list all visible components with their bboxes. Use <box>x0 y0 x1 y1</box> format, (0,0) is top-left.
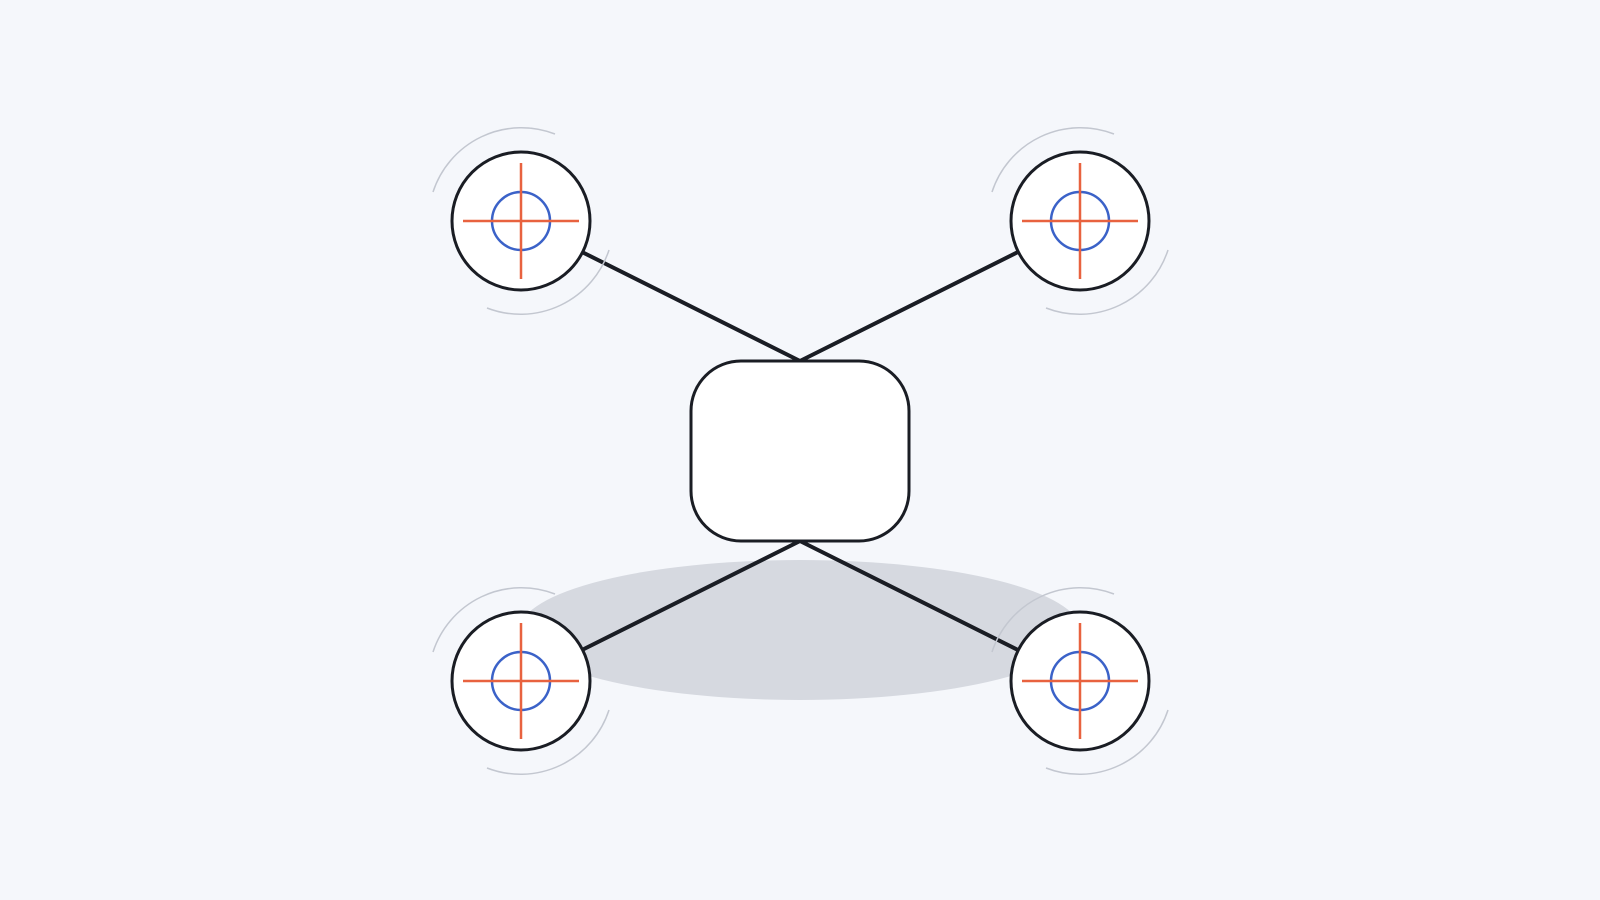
spin-arc-lower <box>486 709 610 775</box>
rotor-front-right <box>991 127 1169 315</box>
crosshair-icon <box>1022 163 1138 279</box>
arm-rear-left <box>580 539 802 652</box>
spin-arc-upper <box>432 587 556 653</box>
rotor-rear-left <box>432 587 610 775</box>
spin-arc-upper <box>991 587 1115 653</box>
arm-rear-right <box>798 539 1020 652</box>
spin-arc-upper <box>991 127 1115 193</box>
ground-shadow <box>520 560 1080 700</box>
arm-front-right <box>798 250 1020 363</box>
rotor-rear-right <box>991 587 1169 775</box>
spin-arc-lower <box>1045 249 1169 315</box>
spin-arc-lower <box>1045 709 1169 775</box>
arm-front-left <box>580 250 802 363</box>
drone-body <box>689 359 911 543</box>
arms <box>580 250 1020 652</box>
spin-arc-lower <box>486 249 610 315</box>
rotor-front-left <box>432 127 610 315</box>
crosshair-icon <box>463 623 579 739</box>
crosshair-icon <box>1022 623 1138 739</box>
spin-arc-upper <box>432 127 556 193</box>
crosshair-icon <box>463 163 579 279</box>
